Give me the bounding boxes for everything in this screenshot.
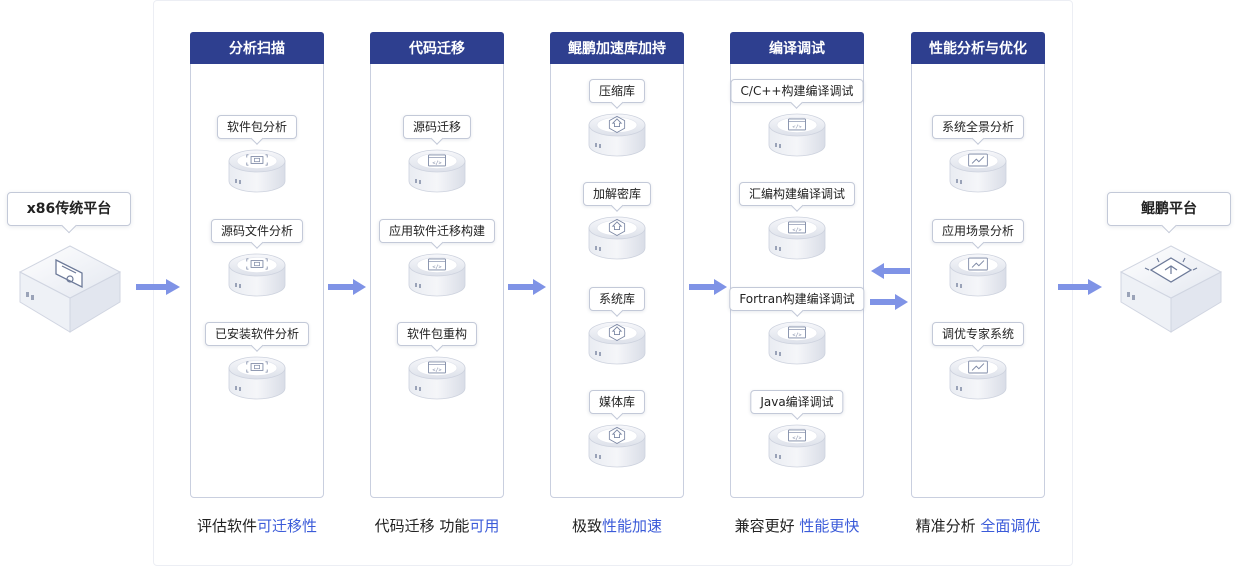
- caption-highlight: 性能加速: [602, 517, 663, 535]
- chart-window-icon: [968, 360, 988, 374]
- module-label: 已安装软件分析: [204, 322, 310, 346]
- module-label: 应用软件迁移构建: [378, 219, 496, 243]
- module-label: 汇编构建编译调试: [738, 182, 856, 206]
- accelerate-icon: [608, 218, 626, 236]
- stage-title: 代码迁移: [370, 32, 504, 64]
- caption-highlight: 性能更快: [799, 517, 860, 535]
- svg-text:</>: </>: [432, 367, 441, 373]
- flow-arrow-3: [508, 279, 546, 295]
- module-cylinder-accelerate-icon: [588, 113, 646, 157]
- stage-caption: 极致性能加速: [537, 515, 697, 536]
- svg-text:</>: </>: [792, 435, 801, 441]
- module-label: 软件包分析: [216, 115, 298, 139]
- stage-caption: 兼容更好 性能更快: [717, 515, 877, 536]
- module-label: 系统库: [588, 287, 646, 311]
- module-cylinder-code-window-icon: </>: [408, 356, 466, 400]
- stage-column-3: 鲲鹏加速库加持压缩库加解密库系统库媒体库: [550, 32, 684, 498]
- flow-arrow-2: [328, 279, 366, 295]
- code-window-icon: </>: [788, 326, 806, 339]
- svg-text:</>: </>: [792, 227, 801, 233]
- module-label: Fortran构建编译调试: [729, 287, 865, 311]
- stage-caption: 评估软件可迁移性: [177, 515, 337, 536]
- module-cylinder-code-window-icon: </>: [768, 424, 826, 468]
- chip-icon: [246, 258, 268, 270]
- source-platform-label: x86传统平台: [7, 192, 131, 226]
- module-cylinder-chart-window-icon: [949, 356, 1007, 400]
- chart-window-icon: [968, 257, 988, 271]
- module-cylinder-code-window-icon: </>: [768, 321, 826, 365]
- module-label: 系统全景分析: [931, 115, 1025, 139]
- caption-text: 评估软件: [196, 517, 257, 535]
- target-platform-server-icon: [1119, 245, 1223, 333]
- module-label: 媒体库: [588, 390, 646, 414]
- caption-text: 兼容更好: [734, 517, 800, 535]
- flow-arrow-4: [689, 279, 727, 295]
- module-cylinder-code-window-icon: </>: [768, 216, 826, 260]
- module-label: 源码迁移: [402, 115, 472, 139]
- code-window-icon: </>: [788, 429, 806, 442]
- module-label: 调优专家系统: [931, 322, 1025, 346]
- module-cylinder-code-window-icon: </>: [408, 149, 466, 193]
- module-cylinder-code-window-icon: </>: [408, 253, 466, 297]
- module-cylinder-code-window-icon: </>: [768, 113, 826, 157]
- module-cylinder-accelerate-icon: [588, 321, 646, 365]
- module-label: 压缩库: [588, 79, 646, 103]
- stage-caption: 代码迁移 功能可用: [357, 515, 517, 536]
- chart-window-icon: [968, 153, 988, 167]
- accelerate-icon: [608, 115, 626, 133]
- module-cylinder-chip-icon: [228, 253, 286, 297]
- code-window-icon: </>: [428, 154, 446, 167]
- svg-text:</>: </>: [792, 332, 801, 338]
- flow-arrow-forward: [870, 294, 908, 310]
- accelerate-icon: [608, 323, 626, 341]
- caption-highlight: 全面调优: [980, 517, 1041, 535]
- stage-title: 鲲鹏加速库加持: [550, 32, 684, 64]
- module-label: 加解密库: [582, 182, 652, 206]
- chip-icon: [246, 154, 268, 166]
- module-label: 应用场景分析: [931, 219, 1025, 243]
- flow-arrow-back: [871, 263, 910, 279]
- flow-arrow-1: [136, 279, 180, 295]
- module-cylinder-chart-window-icon: [949, 149, 1007, 193]
- code-window-icon: </>: [788, 118, 806, 131]
- module-label: 源码文件分析: [210, 219, 304, 243]
- module-label: 软件包重构: [396, 322, 478, 346]
- module-cylinder-accelerate-icon: [588, 216, 646, 260]
- source-platform-server-icon: [18, 245, 122, 333]
- caption-text: 代码迁移 功能: [374, 517, 470, 535]
- code-window-icon: </>: [788, 221, 806, 234]
- stage-title: 编译调试: [730, 32, 864, 64]
- caption-text: 极致: [571, 517, 602, 535]
- module-cylinder-accelerate-icon: [588, 424, 646, 468]
- code-window-icon: </>: [428, 361, 446, 374]
- module-cylinder-chip-icon: [228, 149, 286, 193]
- caption-highlight: 可迁移性: [257, 517, 318, 535]
- module-cylinder-chip-icon: [228, 356, 286, 400]
- stage-column-4: 编译调试 C/C++构建编译调试 </> 汇编构建编译调试 </> Fortran构建编译…: [729, 32, 865, 498]
- svg-text:</>: </>: [792, 124, 801, 130]
- stage-column-5: 性能分析与优化系统全景分析应用场景分析调优专家系统: [911, 32, 1045, 498]
- target-platform-label: 鲲鹏平台: [1107, 192, 1231, 226]
- caption-highlight: 可用: [469, 517, 500, 535]
- chip-icon: [246, 361, 268, 373]
- module-label: C/C++构建编译调试: [730, 79, 864, 103]
- stage-caption: 精准分析 全面调优: [898, 515, 1058, 536]
- flow-arrow-final: [1058, 279, 1102, 295]
- code-window-icon: </>: [428, 258, 446, 271]
- module-label: Java编译调试: [750, 390, 844, 414]
- stage-title: 性能分析与优化: [911, 32, 1045, 64]
- svg-text:</>: </>: [432, 160, 441, 166]
- stage-column-1: 分析扫描软件包分析源码文件分析已安装软件分析: [190, 32, 324, 498]
- stage-column-2: 代码迁移源码迁移 </> 应用软件迁移构建 </> 软件包重构 </>: [370, 32, 504, 498]
- module-cylinder-chart-window-icon: [949, 253, 1007, 297]
- accelerate-icon: [608, 426, 626, 444]
- svg-text:</>: </>: [432, 264, 441, 270]
- caption-text: 精准分析: [915, 517, 981, 535]
- stage-title: 分析扫描: [190, 32, 324, 64]
